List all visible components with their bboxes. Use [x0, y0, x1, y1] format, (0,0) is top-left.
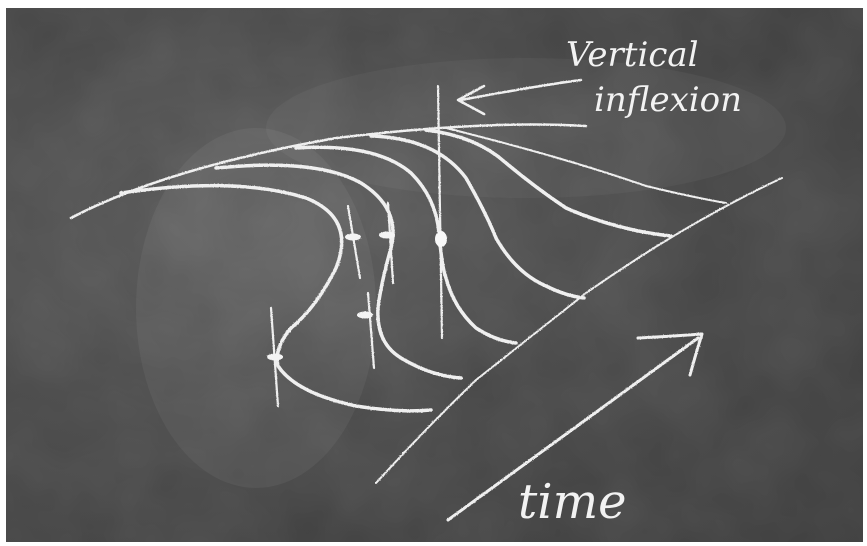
inflection-point [379, 232, 395, 239]
inflection-point [357, 312, 373, 319]
chalkboard: Vertical inflexion time [6, 8, 863, 542]
inflection-point [345, 234, 361, 241]
time-label: time [518, 474, 627, 530]
inflection-point [267, 354, 283, 361]
inflection-point [435, 231, 447, 247]
vertical-label: Vertical [566, 35, 699, 75]
chalk-diagram: Vertical inflexion time [6, 8, 863, 542]
inflexion-label: inflexion [594, 80, 742, 120]
eraser-smudge [136, 128, 376, 488]
